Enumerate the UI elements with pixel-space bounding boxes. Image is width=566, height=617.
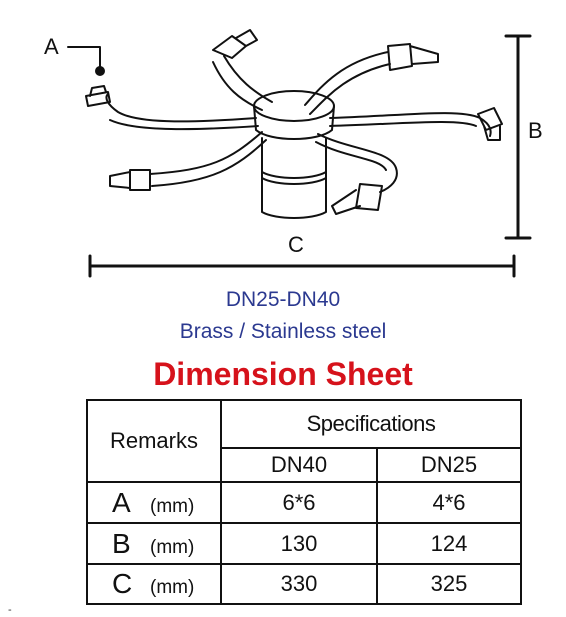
column-header-dn40: DN40 — [220, 447, 378, 483]
nozzle-upper-right — [387, 43, 439, 71]
column-header-dn25: DN25 — [376, 447, 522, 483]
manifold-head — [253, 105, 335, 140]
remarks-header: Remarks — [86, 399, 222, 483]
manifold-diagram — [67, 29, 532, 278]
cell-value: 6*6 — [220, 481, 378, 524]
cell-value: 124 — [376, 522, 522, 565]
pipe-upper-left — [212, 55, 273, 111]
row-label-a: A (mm) — [86, 481, 222, 524]
row-letter: B — [112, 527, 131, 559]
dimension-a-leader — [67, 46, 101, 69]
table-subheader-row: DN40 DN25 — [87, 447, 522, 483]
table-header-row: Remarks Specifications — [86, 399, 522, 483]
pipe-right — [329, 112, 492, 137]
row-unit: (mm) — [150, 577, 195, 598]
row-label-c: C (mm) — [86, 563, 222, 605]
specification-table: Remarks Specifications DN40 DN25 A (mm) 6… — [86, 399, 522, 605]
row-letter: C — [112, 568, 133, 599]
table-row: A (mm) 6*6 4*6 — [86, 481, 522, 524]
specifications-header: Specifications — [220, 399, 522, 449]
table-row: C (mm) 330 325 — [86, 563, 522, 605]
dimension-a-label: A — [44, 34, 59, 59]
nozzle-lower-right — [331, 183, 383, 215]
footer-mark: - — [8, 604, 12, 616]
nozzle-upper-left — [212, 29, 258, 59]
nozzle-left — [85, 85, 111, 107]
nozzle-right — [477, 107, 503, 141]
cell-value: 4*6 — [376, 481, 522, 524]
cell-value: 330 — [220, 563, 378, 605]
pipe-upper-right — [304, 51, 391, 115]
dimension-c-label: C — [288, 232, 304, 257]
manifold-body — [261, 137, 327, 219]
manifold-top-cap — [253, 90, 335, 122]
size-range-text: DN25-DN40 — [225, 288, 341, 311]
dimension-c-line — [88, 254, 516, 278]
dimension-b-line — [504, 34, 532, 240]
manifold-band — [261, 171, 327, 185]
pipe-lower-left — [149, 131, 267, 187]
cell-value: 130 — [220, 522, 378, 565]
row-label-b: B (mm) — [86, 522, 222, 565]
row-unit: (mm) — [150, 536, 195, 558]
cell-value: 325 — [376, 563, 522, 605]
material-text: Brass / Stainless steel — [179, 320, 387, 343]
dimension-b-label: B — [528, 118, 543, 143]
dimension-a-point — [95, 66, 105, 76]
pipe-lower-right — [315, 133, 398, 193]
table-row: B (mm) 130 124 — [86, 522, 522, 565]
nozzle-lower-left — [109, 169, 151, 191]
dimension-sheet-title: Dimension Sheet — [153, 356, 413, 392]
row-letter: A — [112, 486, 131, 518]
pipe-left — [105, 93, 259, 131]
row-unit: (mm) — [150, 495, 195, 517]
